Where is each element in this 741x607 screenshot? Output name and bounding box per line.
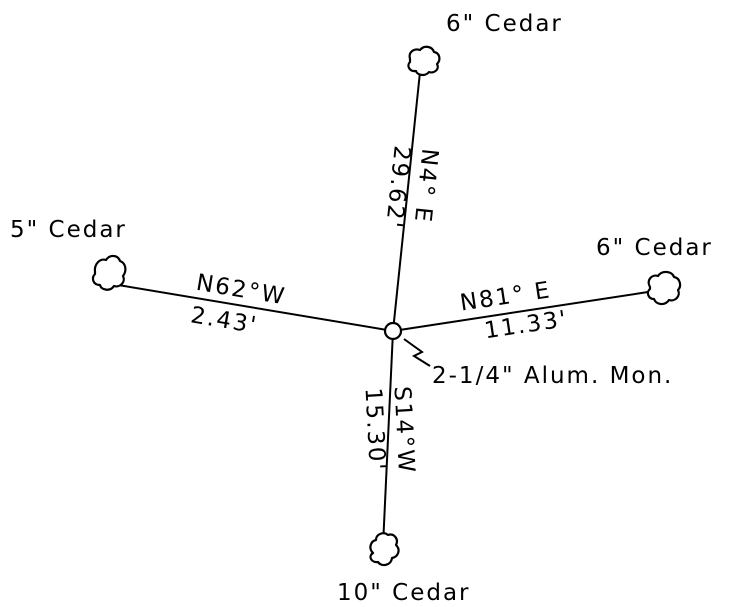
distance-east: 11.33'	[483, 306, 570, 344]
tie-line-east	[392, 291, 649, 332]
tree-north-icon	[407, 45, 441, 77]
tree-label-west: 5" Cedar	[10, 217, 127, 243]
tie-line-north	[392, 71, 421, 332]
tree-west-icon	[91, 254, 127, 291]
monument-circle-icon	[383, 321, 403, 341]
tree-label-north: 6" Cedar	[446, 11, 563, 37]
tree-south-icon	[369, 532, 400, 567]
tie-line-south	[382, 330, 394, 547]
tree-label-south: 10" Cedar	[337, 580, 471, 606]
monument-label: 2-1/4" Alum. Mon.	[432, 363, 673, 389]
monument-leader-line	[403, 338, 431, 367]
tree-east-icon	[646, 270, 682, 306]
bearing-south: S14°W	[388, 386, 419, 475]
distance-south: 15.30'	[360, 387, 390, 472]
tie-line-west	[117, 284, 394, 332]
tree-label-east: 6" Cedar	[596, 235, 713, 261]
